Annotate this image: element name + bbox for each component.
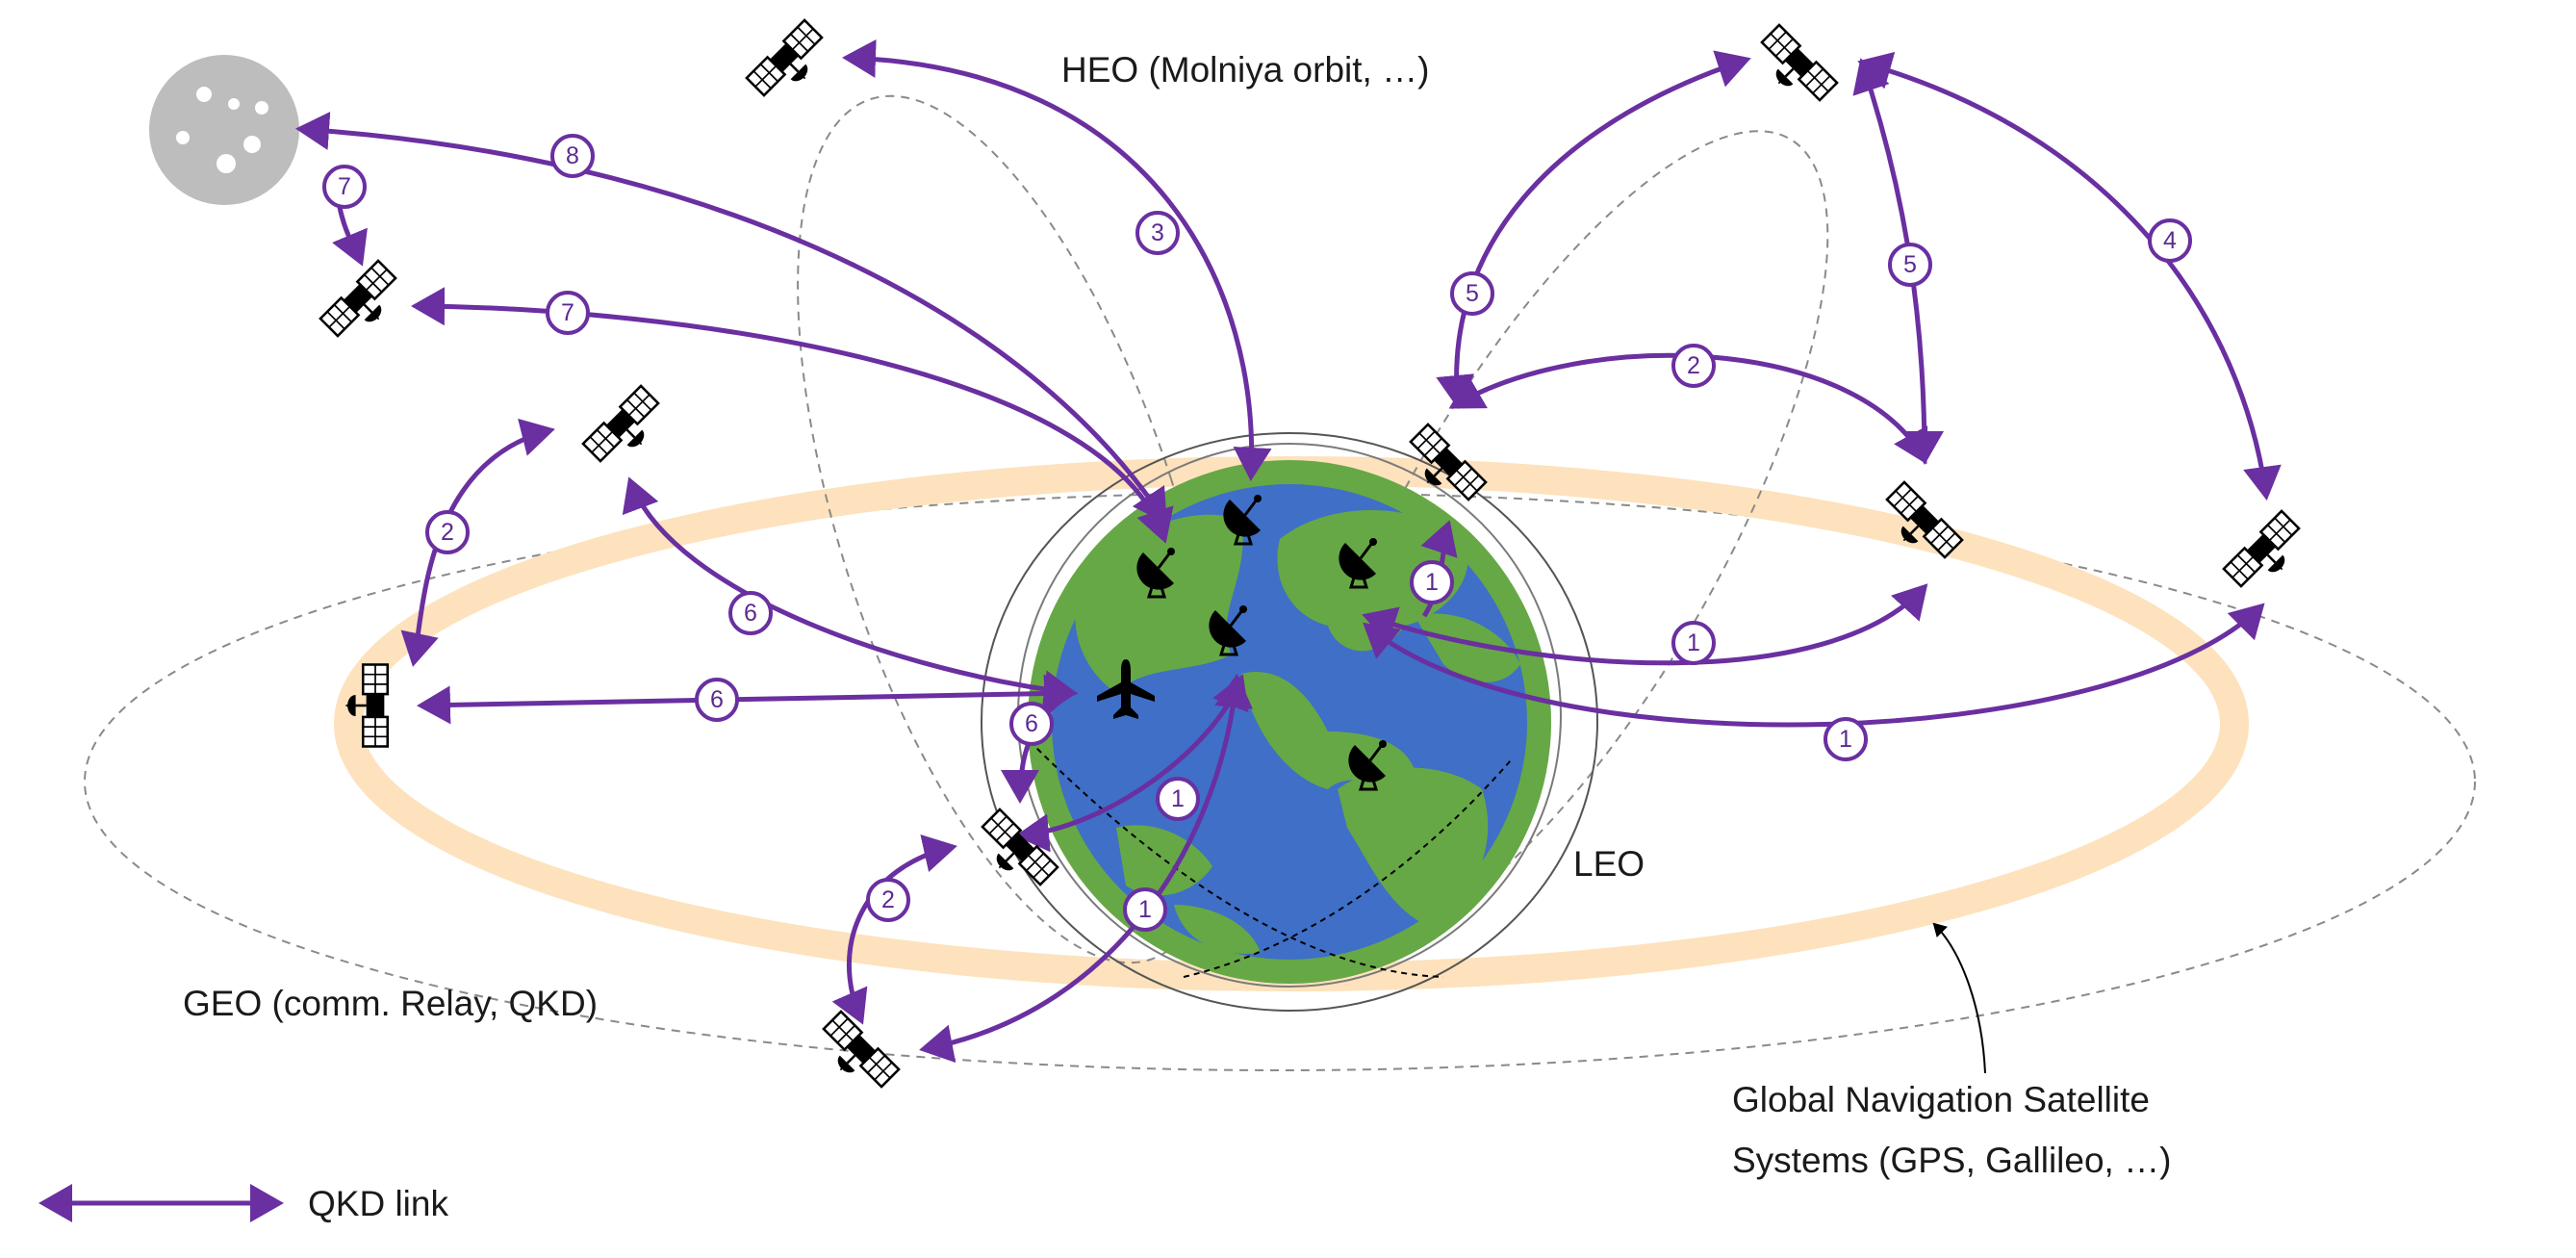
geo-orbit bbox=[84, 492, 2476, 1071]
badge-3: 3 bbox=[1135, 211, 1180, 255]
badge-6-lower: 6 bbox=[695, 678, 739, 722]
svg-text:8: 8 bbox=[566, 142, 579, 169]
badge-1-gnss-right: 1 bbox=[1824, 717, 1868, 761]
gnss-label-line2: Systems (GPS, Gallileo, …) bbox=[1732, 1141, 2171, 1180]
qkd-links bbox=[295, 39, 2282, 1064]
link-number-badges: 8 7 7 3 2 6 6 6 1 2 1 1 1 1 5 5 4 2 bbox=[322, 134, 2192, 932]
svg-text:4: 4 bbox=[2163, 227, 2177, 254]
geo-label: GEO (comm. Relay, QKD) bbox=[183, 984, 598, 1023]
badge-6-plane: 6 bbox=[1009, 702, 1054, 746]
badge-4: 4 bbox=[2148, 218, 2192, 263]
svg-text:6: 6 bbox=[744, 600, 757, 627]
satellite-geo-bottom bbox=[810, 1010, 901, 1100]
gnss-label-line1: Global Navigation Satellite bbox=[1732, 1080, 2150, 1119]
link-6-plane-geo bbox=[417, 674, 1078, 725]
svg-text:1: 1 bbox=[1839, 726, 1852, 753]
badge-1-leo-a: 1 bbox=[1156, 777, 1200, 821]
svg-text:5: 5 bbox=[1903, 251, 1917, 278]
badge-2-right: 2 bbox=[1671, 344, 1716, 388]
link-2-leo-sats bbox=[831, 834, 957, 1025]
svg-text:1: 1 bbox=[1138, 896, 1152, 923]
moon bbox=[149, 55, 299, 205]
earth bbox=[1017, 443, 1562, 988]
svg-text:7: 7 bbox=[561, 299, 574, 326]
svg-text:2: 2 bbox=[441, 519, 454, 546]
link-1-ground-gnss-right bbox=[1363, 603, 2265, 728]
badge-1-leo-b: 1 bbox=[1123, 887, 1167, 932]
leo-label: LEO bbox=[1573, 844, 1645, 884]
badge-2-left: 2 bbox=[425, 510, 470, 554]
badge-2-bottom: 2 bbox=[866, 878, 910, 922]
svg-text:1: 1 bbox=[1425, 569, 1439, 596]
satellite-geo-upper-left bbox=[581, 384, 672, 475]
satellite-heo-right bbox=[1748, 23, 1839, 114]
satellite-leo-bottom bbox=[969, 808, 1059, 898]
badge-5-right: 5 bbox=[1888, 243, 1932, 287]
leo-ground-track-2 bbox=[1183, 759, 1512, 978]
badge-5-left: 5 bbox=[1450, 271, 1494, 316]
satellite-gnss-far-right bbox=[2222, 509, 2312, 600]
legend-qkd-link-label: QKD link bbox=[308, 1184, 448, 1223]
svg-text:2: 2 bbox=[1687, 352, 1700, 379]
satellite-moon-relay bbox=[319, 259, 409, 349]
link-3-heo-ground bbox=[842, 39, 1272, 481]
badge-1-leo-c: 1 bbox=[1410, 560, 1454, 604]
svg-text:3: 3 bbox=[1151, 219, 1164, 246]
heo-label: HEO (Molniya orbit, …) bbox=[1061, 50, 1429, 90]
badge-6-upper: 6 bbox=[728, 591, 773, 635]
gnss-pointer-arrow bbox=[1932, 922, 1986, 1074]
badge-8: 8 bbox=[550, 134, 595, 178]
svg-text:2: 2 bbox=[881, 886, 895, 913]
legend: QKD link bbox=[38, 1184, 448, 1223]
svg-text:1: 1 bbox=[1687, 629, 1700, 656]
badge-1-gnss: 1 bbox=[1671, 621, 1716, 665]
link-8-moon-ground bbox=[295, 112, 1167, 525]
svg-text:6: 6 bbox=[710, 686, 724, 713]
satellite-heo-left bbox=[745, 18, 835, 109]
svg-text:1: 1 bbox=[1171, 785, 1185, 812]
svg-text:5: 5 bbox=[1466, 280, 1479, 307]
svg-text:7: 7 bbox=[338, 173, 351, 200]
svg-text:6: 6 bbox=[1025, 710, 1038, 737]
badge-7-sat: 7 bbox=[546, 291, 590, 335]
badge-7-moon: 7 bbox=[322, 165, 367, 209]
link-5-heo-leo bbox=[1436, 50, 1751, 409]
